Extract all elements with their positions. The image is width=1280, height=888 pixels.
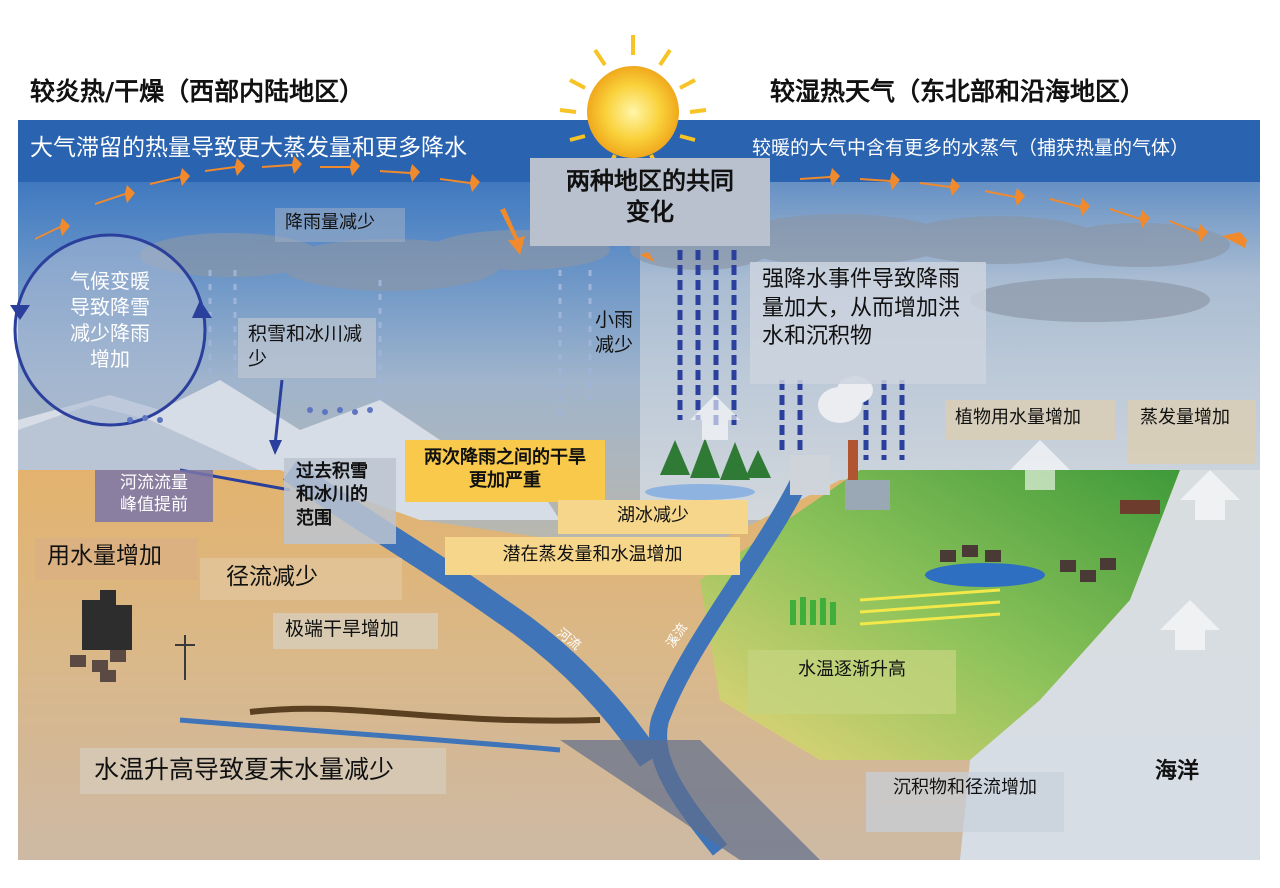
plants <box>790 597 836 625</box>
label-plant-water: 植物用水量增加 <box>945 400 1115 440</box>
label-evap-temp-up: 潜在蒸发量和水温增加 <box>445 537 740 575</box>
trees <box>660 438 771 480</box>
label-runoff-less: 径流减少 <box>200 558 402 600</box>
label-extreme-drought: 极端干旱增加 <box>273 613 438 649</box>
label-rain-decrease: 降雨量减少 <box>275 208 405 242</box>
common-changes-box: 两种地区的共同变化 <box>530 158 770 246</box>
label-water-temp-rising: 水温逐渐升高 <box>748 650 956 714</box>
crops <box>859 588 1001 626</box>
windmill-icon <box>175 635 195 680</box>
city-skyline <box>82 590 132 650</box>
label-lake-ice-less: 湖冰减少 <box>558 500 748 534</box>
groundwater <box>179 717 561 753</box>
houses-right <box>940 500 1160 582</box>
label-summer-water-less: 水温升高导致夏末水量减少 <box>80 748 446 794</box>
right-region-title: 较湿热天气（东北部和沿海地区） <box>770 77 1146 106</box>
lake-west <box>645 484 755 500</box>
snow-dots <box>127 407 373 423</box>
heat-arrows-left <box>35 156 480 240</box>
label-past-snow-extent: 过去积雪和冰川的范围 <box>284 458 396 544</box>
label-sediment-runoff: 沉积物和径流增加 <box>866 772 1064 832</box>
label-peak-flow-earlier: 河流流量峰值提前 <box>95 470 213 522</box>
label-cycle-text: 气候变暖导致降雪减少降雨增加 <box>70 269 150 371</box>
label-evaporation-up: 蒸发量增加 <box>1128 400 1256 464</box>
left-region-title: 较炎热/干燥（西部内陆地区） <box>30 77 365 106</box>
label-heavy-rain: 强降水事件导致降雨量加大，从而增加洪水和沉积物 <box>750 262 986 384</box>
label-ocean: 海洋 <box>1155 759 1200 784</box>
cycle-circle <box>13 233 207 427</box>
label-snowpack-decrease: 积雪和冰川减少 <box>238 318 376 378</box>
arrow-snowpack <box>273 379 284 446</box>
evaporation-arrows <box>690 395 1240 650</box>
banner-left-text: 大气滞留的热量导致更大蒸发量和更多降水 <box>30 135 467 161</box>
heat-arrows-right <box>800 168 1247 248</box>
banner-right-text: 较暖的大气中含有更多的水蒸气（捕获热量的气体） <box>752 137 1190 159</box>
factory <box>790 376 890 510</box>
label-light-rain-less: 小雨减少 <box>595 309 634 356</box>
heat-arrows-center <box>500 208 655 262</box>
houses-left <box>70 650 126 682</box>
ocean-area <box>960 470 1260 860</box>
lake-east <box>925 563 1045 587</box>
label-drought-between: 两次降雨之间的干旱更加严重 <box>405 440 605 502</box>
label-water-use-up: 用水量增加 <box>35 538 198 580</box>
